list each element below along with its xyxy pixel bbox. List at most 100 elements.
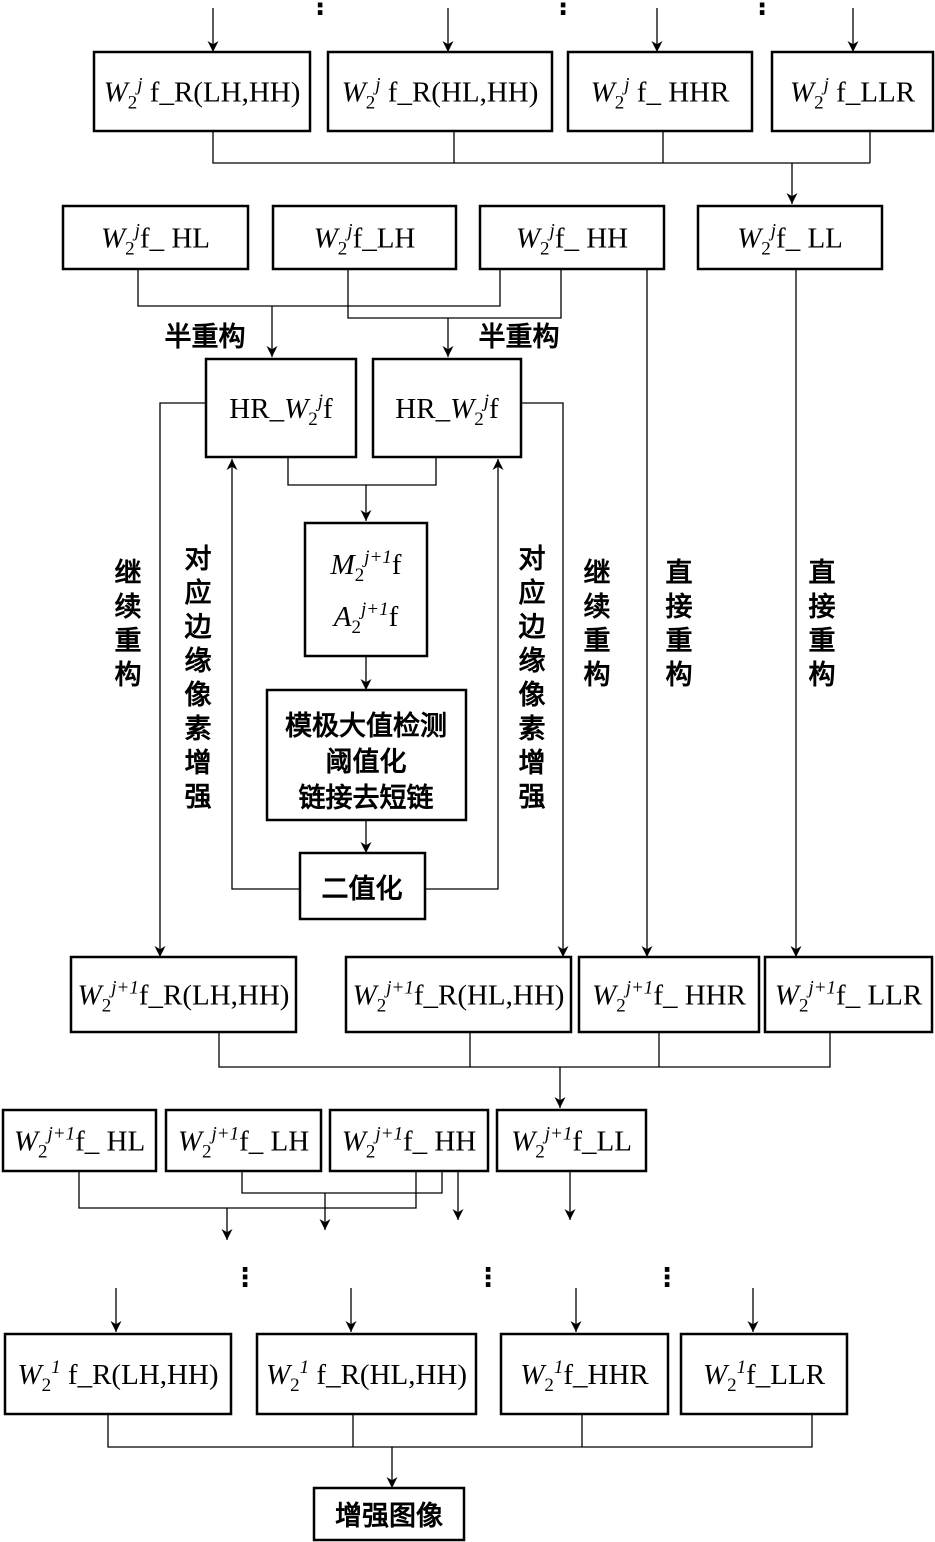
suffix-text: f	[392, 549, 402, 581]
suffix-text: f_ HL	[75, 1126, 145, 1158]
suffix-text: f_LL	[572, 1126, 632, 1158]
continue-reconstruction-label-left: 继续重构	[115, 557, 142, 691]
box-frame	[696, 204, 884, 271]
superscript-text: j	[547, 221, 555, 242]
label-char: 强	[519, 782, 546, 813]
suffix-text: f_ LLR	[836, 980, 923, 1012]
half-reconstruction-label-right: 半重构	[479, 322, 560, 353]
subscript-text: 2	[202, 1142, 212, 1163]
superscript-text: j	[344, 221, 352, 242]
box-w2j1-llr: W2j+1f_ LLR	[763, 955, 934, 1034]
symbol-text: A	[332, 601, 352, 633]
subscript-text: 2	[128, 93, 138, 114]
box-w21-r-lh-hh: W21 f_R(LH,HH)	[3, 1332, 233, 1416]
superscript-text: 1	[300, 1357, 310, 1378]
output-box: 增强图像	[312, 1486, 466, 1542]
label-char: 接	[666, 592, 693, 623]
box-label: W21 f_R(LH,HH)	[17, 1357, 218, 1396]
box-w2j-hh: W2jf_ HH	[478, 204, 666, 271]
box-label: W2j f_R(HL,HH)	[342, 75, 539, 114]
half-reconstruction-label-left: 半重构	[165, 322, 246, 353]
box-frame	[344, 955, 573, 1034]
continuation-dots-top-3: ⋮	[749, 0, 775, 21]
suffix-text: f_LH	[353, 223, 416, 255]
suffix-text: f_R(LH,HH)	[143, 77, 301, 109]
label-char: 缘	[519, 646, 546, 677]
suffix-text: f_R(HL,HH)	[414, 980, 565, 1012]
suffix-text: f	[489, 393, 499, 425]
label-char: 构	[115, 660, 142, 691]
box-frame	[69, 955, 298, 1034]
box-label: W2jf_ LL	[737, 221, 843, 260]
box-label: W2j f_R(LH,HH)	[104, 75, 301, 114]
label-char: 素	[185, 714, 212, 745]
label-char: 边	[185, 612, 213, 643]
continuation-dots-mid-2: ⋮	[475, 1263, 501, 1293]
box-frame	[92, 50, 312, 133]
box-w21-r-hl-hh: W21 f_R(HL,HH)	[255, 1332, 478, 1416]
subscript-text: 2	[308, 409, 318, 430]
symbol-text: W	[314, 223, 341, 255]
box-w2j-lh: W2jf_LH	[271, 204, 458, 271]
superscript-text: j+1	[44, 1124, 75, 1145]
label-char: 应	[185, 577, 212, 609]
box-label: W21f_HHR	[520, 1357, 649, 1396]
symbol-text: W	[266, 1359, 293, 1391]
box-frame	[61, 204, 250, 271]
processing-box: 模极大值检测 阈值化 链接去短链	[265, 688, 468, 822]
superscript-text: 1	[554, 1357, 564, 1378]
label-char: 素	[519, 714, 546, 745]
box-label: W2j+1f_ HL	[14, 1124, 145, 1163]
suffix-text: f_R(LH,HH)	[61, 1359, 219, 1391]
processing-line-3: 链接去短链	[299, 782, 434, 814]
direct-reconstruction-label-left: 直接重构	[666, 558, 693, 691]
label-char: 边	[519, 612, 547, 643]
box-w2j1-hh: W2j+1f_ HH	[328, 1108, 490, 1173]
symbol-text: W	[101, 223, 128, 255]
label-char: 续	[584, 592, 611, 623]
subscript-text: 2	[102, 996, 112, 1017]
box-label: W21f_LLR	[703, 1357, 826, 1396]
subscript-text: 2	[366, 93, 376, 114]
box-frame	[255, 1332, 478, 1416]
subscript-text: 2	[355, 565, 365, 586]
subscript-text: 2	[366, 1142, 376, 1163]
symbol-text: W	[284, 393, 311, 425]
box-label: W2j f_LLR	[790, 75, 916, 114]
label-char: 重	[115, 626, 142, 657]
suffix-text: f_ LH	[239, 1126, 309, 1158]
symbol-text: W	[591, 77, 618, 109]
output-label: 增强图像	[335, 1500, 443, 1532]
symbol-text: W	[14, 1126, 41, 1158]
symbol-text: M	[330, 549, 357, 581]
lead-text: HR_	[229, 393, 284, 425]
direct-reconstruction-label-right: 直接重构	[809, 558, 836, 691]
box-label: W2j+1f_ LH	[178, 1124, 309, 1163]
box-label: HR_W2jf	[395, 391, 499, 430]
box-w2j1-lh: W2j+1f_ LH	[164, 1108, 323, 1173]
label-char: 应	[519, 577, 546, 609]
symbol-text: W	[790, 77, 817, 109]
superscript-text: j	[134, 75, 142, 96]
box-label: W2j+1f_ LLR	[775, 978, 923, 1017]
box-hr-right: HR_W2jf	[371, 357, 523, 459]
continuation-dots-mid-1: ⋮	[232, 1263, 258, 1293]
box-frame	[478, 204, 666, 271]
box-frame	[204, 357, 358, 459]
box-frame	[3, 1332, 233, 1416]
box-w2j-hhr: W2j f_ HHR	[566, 50, 754, 133]
label-char: 增	[519, 747, 546, 779]
edge-enhance-label-right: 对应边缘像素增强	[519, 544, 547, 813]
box-label: HR_W2jf	[229, 391, 333, 430]
suffix-text: f_ HH	[555, 223, 628, 255]
subscript-text: 2	[290, 1375, 300, 1396]
symbol-text: W	[104, 77, 131, 109]
subscript-text: 2	[540, 239, 550, 260]
subscript-text: 2	[615, 93, 625, 114]
symbol-text: W	[703, 1359, 730, 1391]
superscript-text: j+1	[358, 599, 389, 620]
modulus-label: M2j+1f	[330, 547, 402, 586]
box-w2j-r-hl-hh: W2j f_R(HL,HH)	[326, 50, 554, 133]
superscript-text: j+1	[372, 1124, 403, 1145]
label-char: 强	[185, 782, 212, 813]
